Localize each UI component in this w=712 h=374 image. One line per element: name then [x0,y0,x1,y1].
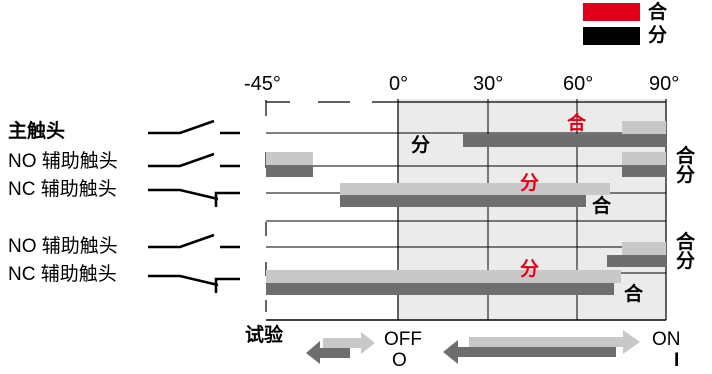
op-arrow-dark-body [458,347,616,357]
nc-aux-2-symbol [148,274,240,293]
row-label-no-aux-1: NO 辅助触头 [8,151,118,172]
main-light-bar [622,121,666,134]
legend-he-label: 合 [648,2,668,23]
row-label-no-aux-2: NO 辅助触头 [8,236,118,257]
no-aux-2-symbol [148,233,240,249]
nc-aux-1-symbol [148,188,240,207]
tick-label-60: 60° [563,73,594,95]
row-label-main-contact: 主触头 [8,121,66,142]
row-label-nc-aux-1: NC 辅助触头 [8,179,117,200]
no2-light-bar [622,242,666,255]
no1-light-right [622,152,666,165]
tick-label-30: 30° [473,73,504,95]
test-arrow-dark-head [306,341,320,364]
row4-fen-annotation: 分 [676,251,696,272]
tick-label-neg45: -45° [244,73,281,95]
bottom-arrows [306,330,640,364]
main-he-annotation: 合 [567,113,587,134]
row3-fen-annotation: 分 [520,173,540,194]
test-arrow-light-head [361,332,375,354]
tick-label-90: 90° [649,73,680,95]
no2-dark-bar [607,255,666,267]
on-symbol: I [674,350,680,371]
nc2-light-bar [266,270,621,283]
row5-he-annotation: 合 [624,284,644,305]
no1-light-left [266,152,313,165]
timing-bars [266,121,666,295]
row5-fen-annotation: 分 [520,259,540,280]
no1-dark-right [622,165,666,177]
row-label-nc-aux-2: NC 辅助触头 [8,264,117,285]
row4-he-annotation: 合 [676,232,696,253]
legend-fen-label: 分 [648,25,668,46]
contact-symbols [148,119,240,293]
row2-fen-annotation: 分 [676,165,696,186]
op-arrow-dark-head [443,340,458,364]
op-arrow-light-head [623,330,640,354]
main-dark-bar [463,134,666,147]
no-aux-1-symbol [148,152,240,168]
legend-he-swatch [583,3,640,21]
nc1-dark-bar [340,195,586,207]
test-label: 试验 [245,325,284,346]
nc1-light-bar [340,183,610,195]
row2-he-annotation: 合 [676,146,696,167]
off-symbol: O [392,350,407,371]
op-arrow-light-body [469,337,623,347]
test-arrow-light-body [323,338,361,348]
off-label: OFF [384,329,422,350]
row3-he-annotation: 合 [592,196,612,217]
nc2-dark-bar [266,283,614,295]
legend-fen-swatch [583,27,640,45]
tick-label-0: 0° [389,73,409,95]
no1-dark-left [266,165,313,177]
main-fen-annotation: 分 [411,135,431,156]
on-label: ON [652,329,681,350]
main-contact-symbol [148,119,240,135]
test-arrow-dark-body [320,348,350,358]
